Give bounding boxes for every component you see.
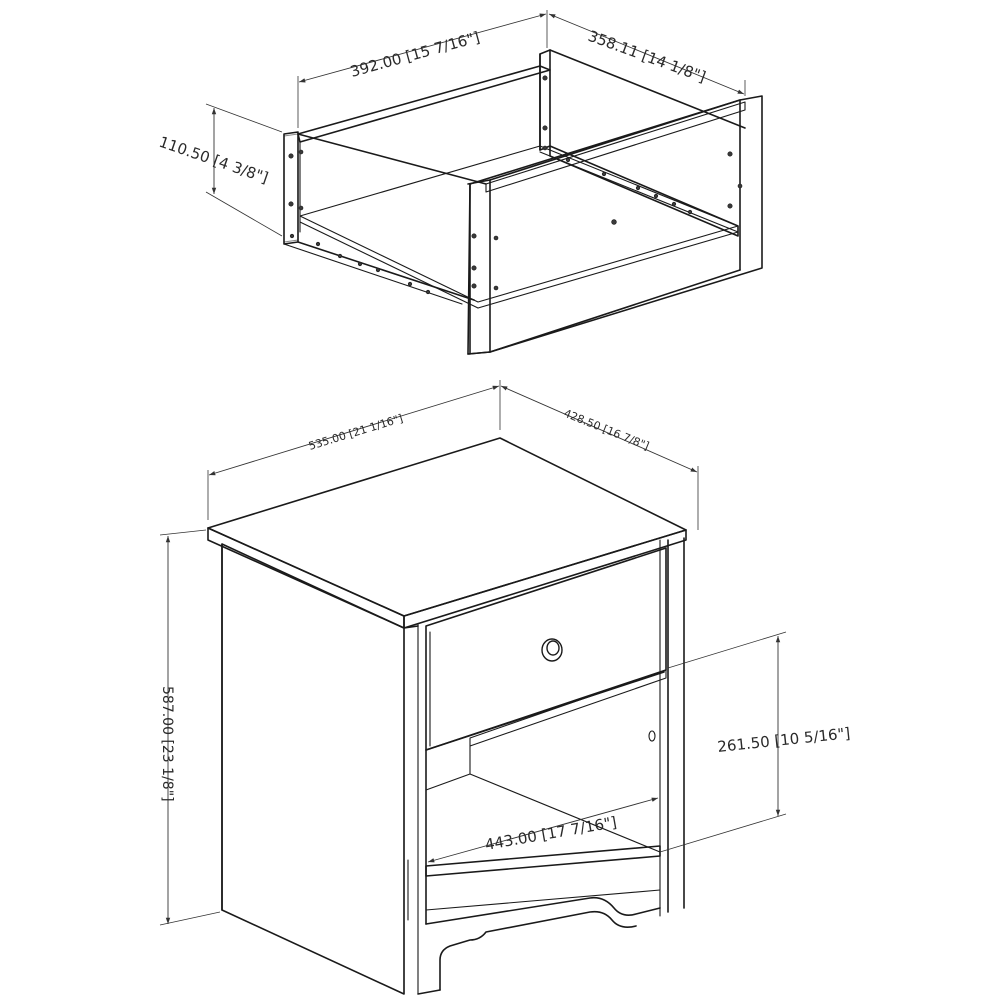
nightstand-depth-label: 428.50 [16 7/8"] [562,407,651,453]
drawer-dowels [288,75,743,295]
nightstand-width-label: 535.00 [21 1/16"] [307,412,404,453]
nightstand [207,437,687,995]
nightstand-depth-dimension: 428.50 [16 7/8"] [500,385,699,530]
drawer-depth-label: 358.11 [14 1/8"] [586,27,709,86]
nightstand-height-label: 587.00 [23 1/8"] [159,686,175,802]
nightstand-height-dimension: 587.00 [23 1/8"] [159,529,221,926]
opening-height-dimension: 261.50 [10 5/16"] [659,631,852,853]
opening-height-label: 261.50 [10 5/16"] [717,724,852,756]
drawer-height-dimension: 110.50 [4 3/8"] [157,103,283,237]
drawer-width-label: 392.00 [15 7/16"] [348,28,481,81]
opening-width-label: 443.00 [17 7/16"] [484,813,619,854]
drawer-width-dimension: 392.00 [15 7/16"] [297,10,548,128]
drawer-box [283,49,763,355]
drawer-depth-dimension: 358.11 [14 1/8"] [548,13,746,96]
opening-width-dimension: 443.00 [17 7/16"] [427,797,659,863]
nightstand-width-dimension: 535.00 [21 1/16"] [207,380,501,520]
